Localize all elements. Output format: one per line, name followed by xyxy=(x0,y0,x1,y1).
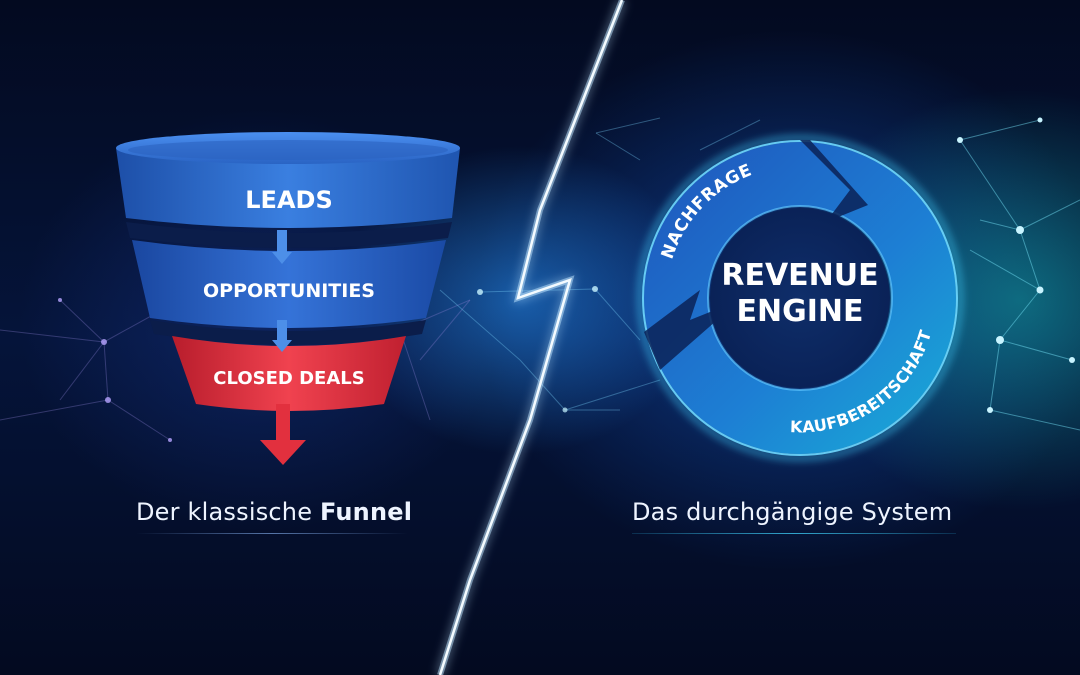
funnel-stage-leads xyxy=(116,148,460,228)
arrow-down-icon xyxy=(272,230,292,264)
engine-core xyxy=(710,208,890,388)
engine-title: REVENUE ENGINE xyxy=(710,258,890,330)
engine-title-line1: REVENUE xyxy=(721,258,879,293)
funnel-caption: Der klassische Funnel xyxy=(136,498,412,526)
funnel-label-leads: LEADS xyxy=(245,186,333,214)
funnel-stage-opportunities xyxy=(132,240,446,328)
funnel-label-closed-deals: CLOSED DEALS xyxy=(213,368,365,389)
engine-caption-underline xyxy=(632,533,956,534)
output-arrow-icon xyxy=(260,404,306,465)
funnel-caption-underline xyxy=(136,533,408,534)
cycle-ring xyxy=(644,142,956,454)
funnel-caption-bold: Funnel xyxy=(320,498,413,526)
funnel-stage-closed-deals xyxy=(172,336,406,411)
engine-title-line2: ENGINE xyxy=(736,294,864,329)
funnel-caption-regular: Der klassische xyxy=(136,498,320,526)
arrow-down-icon xyxy=(272,320,292,352)
engine-caption: Das durchgängige System xyxy=(632,498,953,526)
funnel-label-opportunities: OPPORTUNITIES xyxy=(203,280,375,302)
